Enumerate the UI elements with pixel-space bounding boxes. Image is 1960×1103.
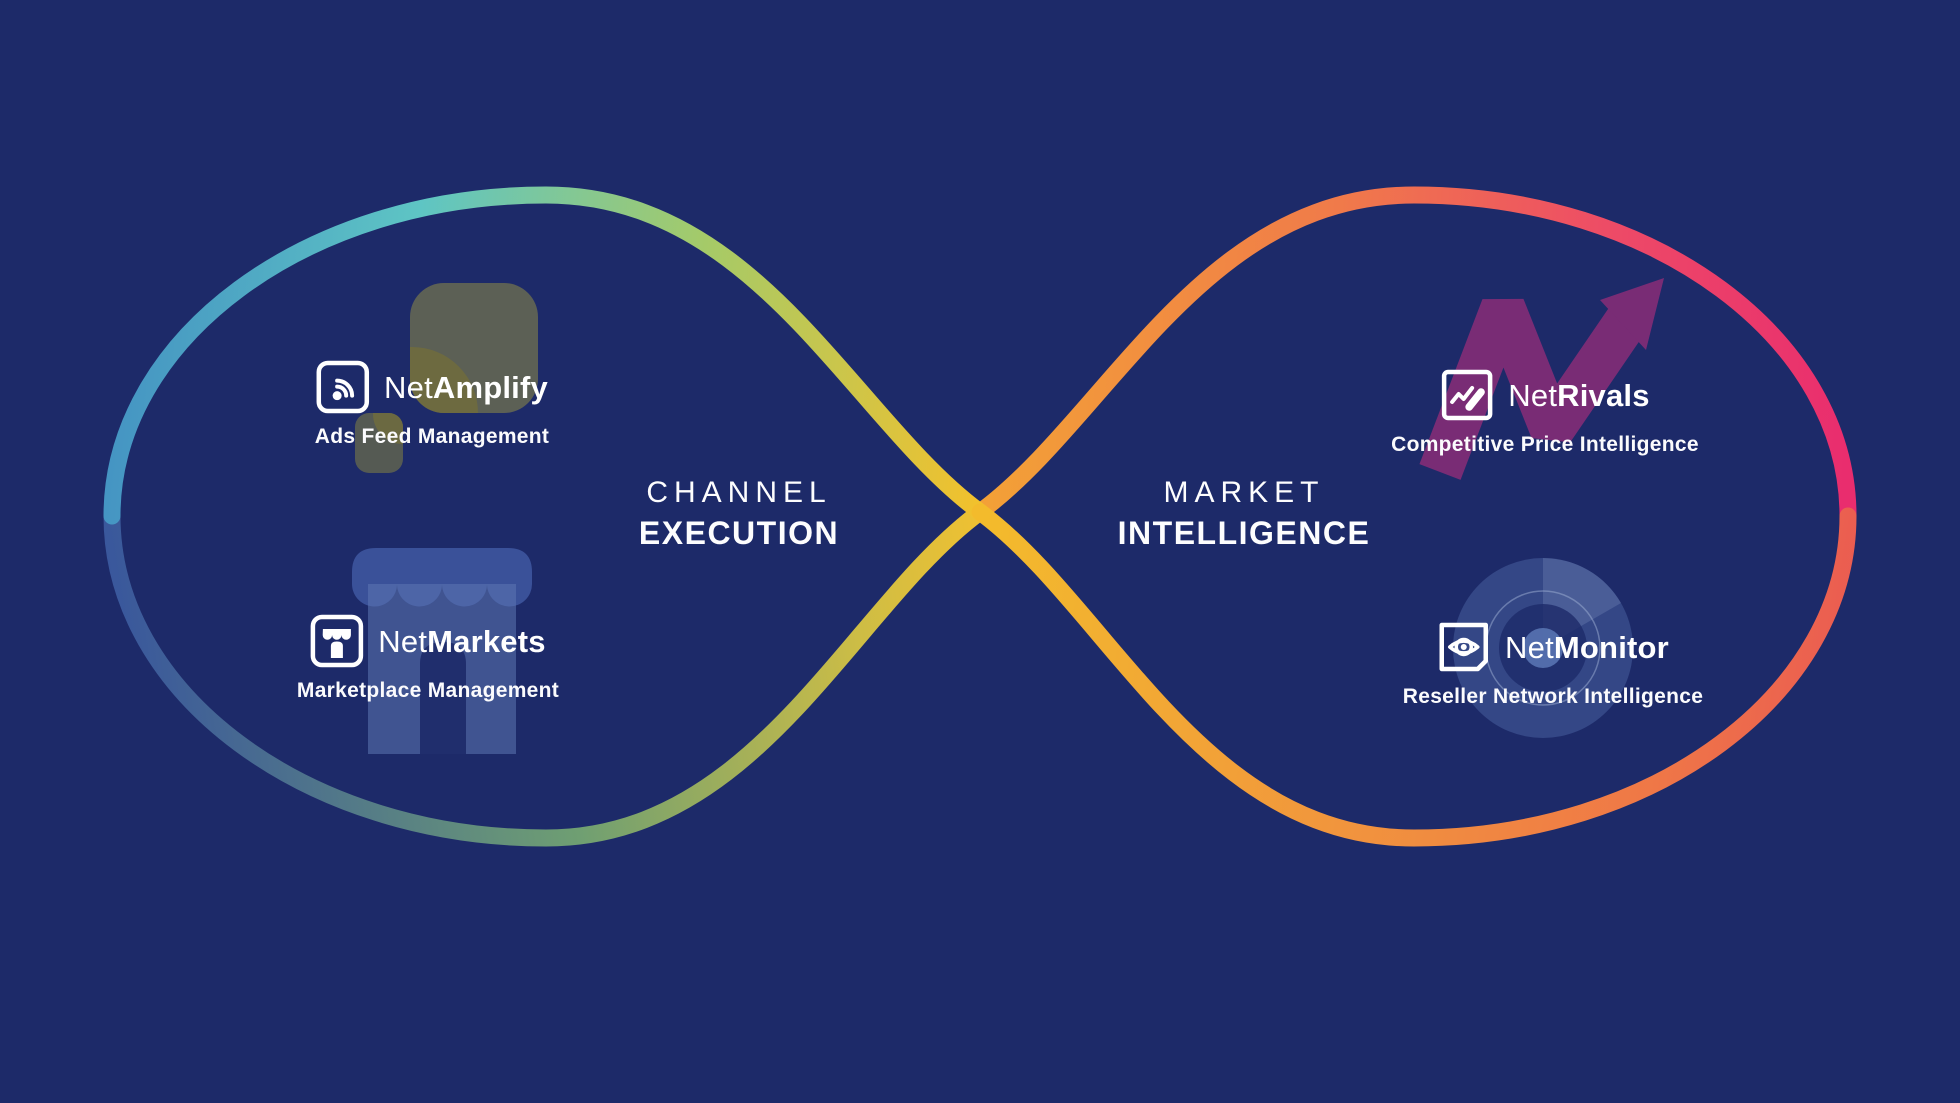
broadcast-icon (316, 360, 370, 414)
product-name-suffix: Rivals (1557, 377, 1650, 413)
product-netmarkets-name: NetMarkets (378, 626, 545, 657)
product-netmarkets: NetMarkets Marketplace Management (297, 614, 559, 702)
loop-right-top-arc (971, 186, 1857, 525)
product-netmonitor: NetMonitor Reseller Network Intelligence (1403, 620, 1703, 708)
product-name-prefix: Net (1505, 629, 1554, 665)
product-netmarkets-description: Marketplace Management (296, 679, 560, 702)
product-netamplify-header: NetAmplify (316, 360, 548, 414)
product-netrivals-header: NetRivals (1440, 368, 1649, 422)
netmarkets-watermark (352, 548, 532, 754)
loop-left-top-arc (103, 186, 989, 525)
product-netmarkets-header: NetMarkets (310, 614, 546, 668)
product-name-suffix: Monitor (1553, 629, 1669, 665)
product-netamplify-name: NetAmplify (384, 372, 548, 403)
product-netrivals-description: Competitive Price Intelligence (1391, 433, 1699, 456)
eye-icon (1439, 622, 1489, 672)
loop-right-bottom-arc (971, 503, 1857, 847)
product-name-suffix: Markets (427, 623, 546, 659)
market-label-line1: MARKET (1163, 476, 1325, 509)
loop-left-bottom-arc (103, 503, 989, 847)
channel-label-line2: EXECUTION (638, 515, 840, 551)
netmonitor-watermark (1453, 558, 1633, 738)
channel-label-line1: CHANNEL (646, 476, 832, 509)
product-netmonitor-name: NetMonitor (1505, 632, 1669, 663)
product-name-prefix: Net (378, 623, 428, 659)
product-netmonitor-header: NetMonitor (1437, 620, 1669, 674)
trend-pen-icon (1442, 369, 1493, 421)
product-netrivals-name: NetRivals (1508, 380, 1649, 411)
product-netrivals: NetRivals Competitive Price Intelligence (1391, 368, 1699, 456)
storefront-icon (311, 614, 364, 668)
netamplify-watermark (355, 283, 538, 473)
product-netamplify-description: Ads Feed Management (314, 425, 550, 448)
product-netmonitor-description: Reseller Network Intelligence (1402, 685, 1704, 708)
product-name-prefix: Net (384, 369, 433, 405)
product-name-prefix: Net (1508, 377, 1558, 413)
channel-execution-label: CHANNEL EXECUTION (638, 476, 840, 551)
market-intelligence-label: MARKET INTELLIGENCE (1117, 476, 1371, 551)
market-label-line2: INTELLIGENCE (1117, 515, 1371, 551)
product-netamplify: NetAmplify Ads Feed Management (315, 360, 549, 448)
product-name-suffix: Amplify (432, 369, 548, 405)
